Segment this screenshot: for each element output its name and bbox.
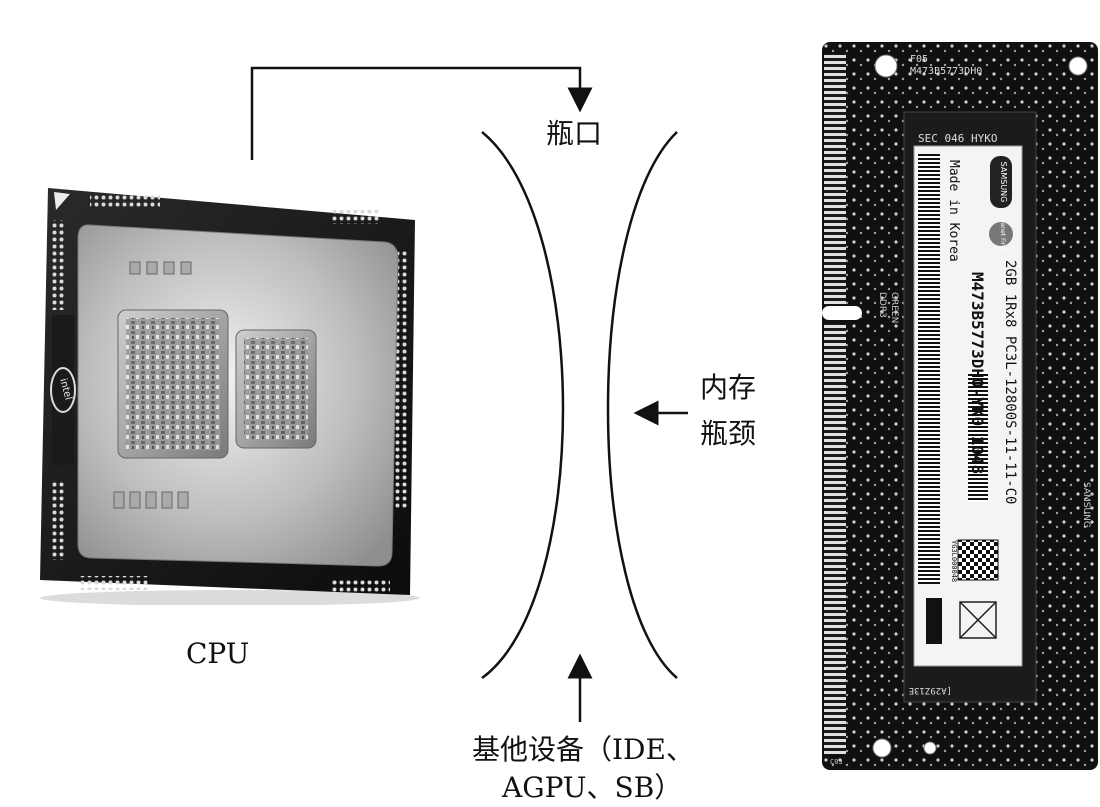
cpu-pad-row-top (90, 194, 160, 208)
cpu-pad-row-left (50, 220, 66, 310)
ram-side-text-green: GREEN (889, 292, 899, 323)
cpu-label: CPU (186, 637, 250, 670)
ram-label-line-1: Made in Korea (946, 160, 961, 262)
cpu-to-neck-connector (250, 66, 593, 160)
samsung-logo-text: SAMSUNG (999, 162, 1008, 203)
cpu-capacitors-top (129, 261, 192, 275)
bottle-left-curve (481, 131, 565, 680)
memory-bottleneck-label-line2: 瓶颈 (700, 417, 757, 450)
ram-part-number: M473B5773DH0 (910, 66, 982, 77)
ram-barcode-2 (968, 372, 988, 502)
memory-bottleneck-label-line1: 内存 (700, 371, 757, 404)
ram-corner-number: C03 (830, 758, 843, 766)
cpu-pad-row-bottom-right (330, 580, 390, 592)
ram-edge-brand: SAMSUNG (1081, 482, 1091, 528)
bottleneck-top-label: 瓶口 (546, 117, 603, 150)
intel-logo-text: intel (57, 377, 73, 401)
ram-data-matrix (957, 539, 999, 581)
bottle-right-curve (606, 131, 678, 679)
ram-module-image: F05 M473B5773DH0 GREEN DDR3 SAMSUNG Plan… (822, 42, 1098, 770)
ram-corner-text: F05 (910, 54, 928, 65)
cpu-chip-image: intel (40, 188, 420, 605)
intel-logo-icon (50, 367, 76, 413)
cpu-pad-row-bottom (80, 576, 150, 590)
ram-mount-hole (874, 54, 898, 78)
ram-label-line-4: YG3L000048 (950, 540, 958, 582)
planet-first-text: Planet First (999, 217, 1006, 251)
samsung-logo-icon (990, 156, 1012, 208)
cpu-capacitors-bottom (113, 491, 189, 509)
ram-pins-lower (824, 324, 846, 754)
ram-bottom-code: [A29Z13E (909, 685, 952, 695)
planet-first-badge-icon (989, 222, 1013, 246)
cpu-pad-row-left-bottom (50, 480, 66, 560)
other-devices-label-line2: AGPU、SB） (502, 771, 683, 804)
ram-pins-upper (824, 54, 846, 304)
cpu-pad-row-top-right (330, 210, 380, 224)
ram-label-line-2: 2GB 1Rx8 PC3L-12800S-11-11-C0 (1002, 260, 1018, 504)
ram-barcode-1 (918, 154, 940, 584)
other-devices-label-line1: 基他设备（IDE、 (472, 733, 694, 766)
weee-recycle-bin-icon (959, 601, 997, 639)
ram-label-line-0: SEC 046 HYKO (918, 132, 997, 145)
ram-side-text-ddr3: DDR3 (877, 292, 887, 318)
ram-label-line-3: M473B5773DH0-YK0 1048 (968, 272, 987, 474)
